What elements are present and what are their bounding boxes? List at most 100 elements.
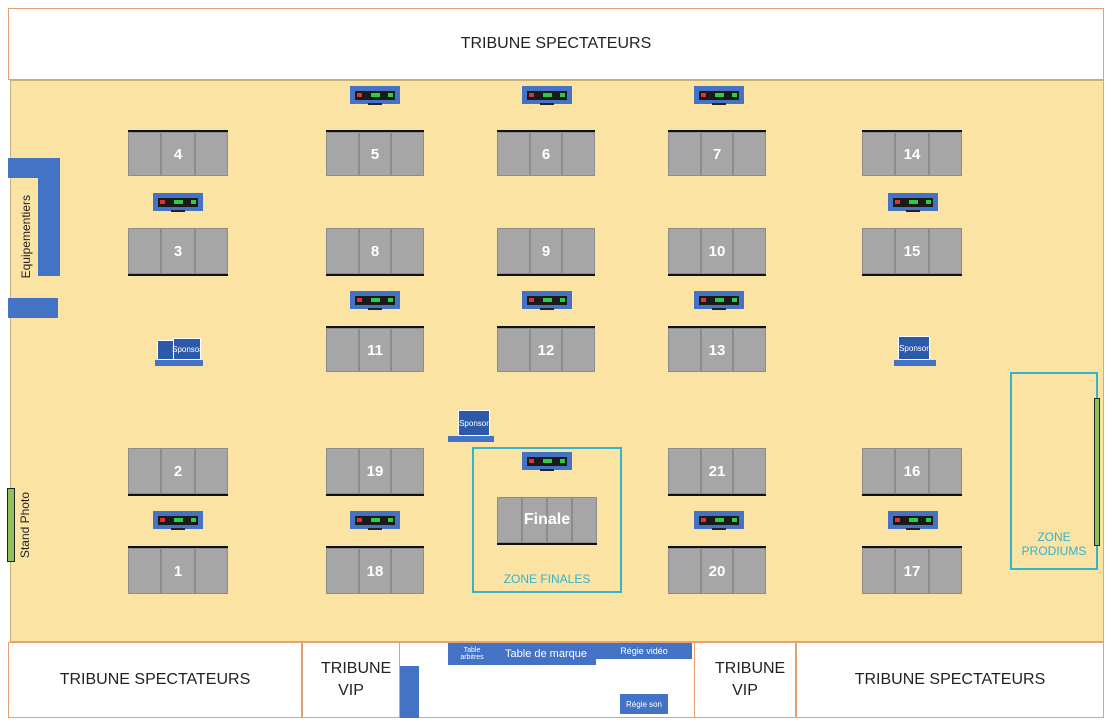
table-edge [862, 274, 962, 276]
table-number: 18 [358, 548, 392, 594]
table-9: 9 [497, 228, 596, 276]
table-edge [128, 274, 228, 276]
table-15: 15 [862, 228, 962, 276]
table-16: 16 [862, 448, 962, 496]
zone-podiums-label: ZONE PRODIUMS [1021, 530, 1087, 558]
scoreboard [888, 193, 938, 212]
table-6: 6 [497, 130, 596, 176]
table-edge [326, 494, 424, 496]
scoreboard [694, 511, 744, 530]
vip-side-booth [400, 666, 419, 718]
scoreboard [888, 511, 938, 530]
table-segment [326, 448, 359, 494]
table-edge [668, 326, 766, 328]
table-number: 10 [700, 228, 734, 274]
table-segment [194, 448, 228, 494]
table-segment [862, 448, 896, 494]
table-segment [733, 328, 767, 372]
scoreboard [522, 86, 572, 105]
tribune-vip-right: TRIBUNE VIP [694, 642, 796, 718]
table-segment [128, 448, 162, 494]
tribune-bottom-left: TRIBUNE SPECTATEURS [8, 642, 302, 718]
table-edge [668, 274, 766, 276]
sponsor-text: Sponsor [458, 410, 490, 436]
table-segment [668, 328, 701, 372]
table-de-marque: Table de marque [496, 643, 596, 665]
table-segment [497, 228, 530, 274]
equipementiers-booth-side [38, 158, 60, 276]
table-segment [391, 548, 425, 594]
table-edge [668, 494, 766, 496]
table-finale: Finale [497, 497, 597, 545]
table-number: 5 [358, 132, 392, 176]
equipementiers-label-box: Equipementiers [14, 178, 38, 296]
table-segment [733, 132, 767, 176]
table-17: 17 [862, 546, 962, 594]
table-segment [668, 448, 701, 494]
table-arbitres: Table arbitres [448, 643, 496, 665]
table-edge [862, 494, 962, 496]
table-segment [547, 497, 572, 543]
table-segment [326, 228, 359, 274]
table-number: 2 [161, 448, 195, 494]
regie-son: Régie son [620, 694, 668, 714]
stand-photo-label: Stand Photo [18, 491, 32, 559]
zone-finales-label: ZONE FINALES [503, 572, 591, 586]
table-edge [862, 546, 962, 548]
scoreboard [694, 291, 744, 310]
table-7: 7 [668, 130, 767, 176]
table-12: 12 [497, 326, 596, 372]
zone-finales [472, 447, 622, 593]
stand-photo-label-box: Stand Photo [16, 480, 34, 570]
table-segment [562, 328, 596, 372]
table-segment [733, 228, 767, 274]
table-number: 13 [700, 328, 734, 372]
table-segment [497, 132, 530, 176]
table-8: 8 [326, 228, 425, 276]
table-edge [497, 326, 595, 328]
sponsor-text: Sponsor [898, 336, 930, 360]
table-segment [128, 132, 162, 176]
table-number: Finale [523, 511, 571, 528]
table-edge [668, 546, 766, 548]
table-14: 14 [862, 130, 962, 176]
table-segment [194, 132, 228, 176]
table-segment [572, 497, 597, 543]
table-3: 3 [128, 228, 228, 276]
table-number: 9 [529, 228, 563, 274]
table-18: 18 [326, 546, 425, 594]
table-number: 11 [358, 328, 392, 372]
regie-video: Régie vidéo [596, 643, 692, 659]
table-edge [326, 546, 424, 548]
table-edge [128, 494, 228, 496]
scoreboard [153, 511, 203, 530]
equipementiers-label: Equipementiers [19, 195, 33, 279]
table-19: 19 [326, 448, 425, 496]
table-segment [497, 497, 522, 543]
table-segment [326, 328, 359, 372]
table-segment [928, 448, 962, 494]
table-arbitres-label: Table arbitres [460, 647, 484, 661]
table-edge [326, 130, 424, 132]
table-21: 21 [668, 448, 767, 496]
table-edge [862, 130, 962, 132]
table-segment [194, 228, 228, 274]
scoreboard [153, 193, 203, 212]
table-segment [668, 132, 701, 176]
table-number: 7 [700, 132, 734, 176]
table-segment [862, 548, 896, 594]
table-segment [326, 132, 359, 176]
table-segment [497, 328, 530, 372]
table-13: 13 [668, 326, 767, 372]
table-1: 1 [128, 546, 228, 594]
scoreboard [350, 291, 400, 310]
table-number: 21 [700, 448, 734, 494]
scoreboard [350, 86, 400, 105]
table-segment [391, 448, 425, 494]
table-10: 10 [668, 228, 767, 276]
table-number: 20 [700, 548, 734, 594]
tribune-vip-left-label: TRIBUNE VIP [321, 660, 392, 699]
table-edge [497, 543, 597, 545]
table-segment [668, 548, 701, 594]
table-number: 14 [895, 132, 929, 176]
